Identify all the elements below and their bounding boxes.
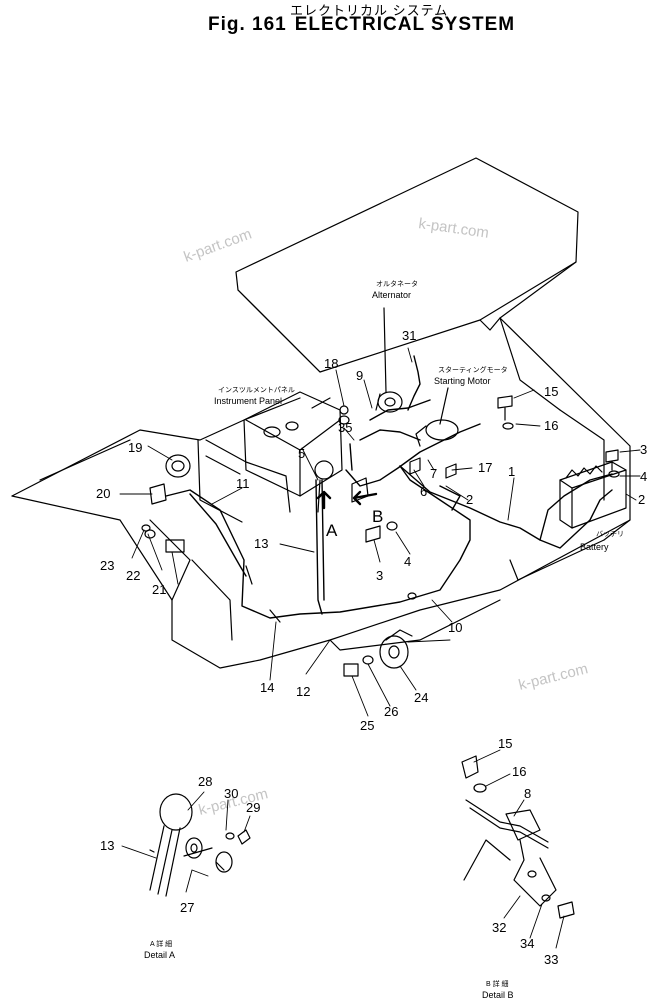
- detail-b-label-jp: B 詳 細: [486, 979, 509, 988]
- callout-24: 24: [414, 690, 428, 705]
- arrow-b-label: B: [372, 507, 383, 526]
- detail-a-label: Detail A: [144, 950, 175, 960]
- engine-hood: [235, 157, 579, 373]
- callout-4: 4: [404, 554, 411, 569]
- instrument-panel-label-jp: インスツルメントパネル: [218, 386, 295, 394]
- callout-3: 3: [640, 442, 647, 457]
- callout-16: 16: [512, 764, 526, 779]
- callout-30: 30: [224, 786, 238, 801]
- callout-29: 29: [246, 800, 260, 815]
- starting-motor-label-jp: スターティングモータ: [438, 365, 508, 374]
- machine-body: [11, 317, 631, 669]
- callout-27: 27: [180, 900, 194, 915]
- wiring-harness: [165, 355, 613, 619]
- callout-21: 21: [152, 582, 166, 597]
- figure-number: Fig. 161: [208, 14, 287, 35]
- callout-9: 9: [356, 368, 363, 383]
- callout-15: 15: [498, 736, 512, 751]
- watermark: k-part.com: [417, 215, 490, 242]
- callout-23: 23: [100, 558, 114, 573]
- callout-3: 3: [376, 568, 383, 583]
- callout-6: 6: [420, 484, 427, 499]
- alternator-label: Alternator: [372, 290, 411, 300]
- callout-2: 2: [466, 492, 473, 507]
- leader-lines: [119, 347, 641, 717]
- detail-b-label: Detail B: [482, 990, 514, 999]
- callout-7: 7: [430, 466, 437, 481]
- view-arrows: [316, 490, 378, 510]
- handrail: [149, 439, 291, 523]
- starting-motor-label: Starting Motor: [434, 376, 491, 386]
- starting-motor: [415, 387, 459, 447]
- callout-20: 20: [96, 486, 110, 501]
- callout-2: 2: [638, 492, 645, 507]
- callout-4: 4: [640, 469, 647, 484]
- callout-35: 35: [338, 420, 352, 435]
- detail-b-leaders: [473, 749, 565, 949]
- callout-8: 8: [524, 786, 531, 801]
- callout-33: 33: [544, 952, 558, 967]
- callout-15: 15: [544, 384, 558, 399]
- detail-a-drawing: [149, 793, 251, 897]
- callout-13: 13: [254, 536, 268, 551]
- callout-34: 34: [520, 936, 534, 951]
- alternator-label-jp: オルタネータ: [376, 279, 418, 288]
- callout-16: 16: [544, 418, 558, 433]
- arrow-a-label: A: [326, 521, 338, 540]
- callout-18: 18: [324, 356, 338, 371]
- instrument-panel-label: Instrument Panel: [214, 396, 282, 406]
- callout-14: 14: [260, 680, 274, 695]
- callout-12: 12: [296, 684, 310, 699]
- callout-28: 28: [198, 774, 212, 789]
- hardware: [141, 395, 620, 677]
- callout-13: 13: [100, 838, 114, 853]
- callout-19: 19: [128, 440, 142, 455]
- callout-10: 10: [448, 620, 462, 635]
- battery: [559, 461, 627, 529]
- title-japanese: エレクトリカル システム: [290, 3, 449, 18]
- figure-title: Fig. 161 ELECTRICAL SYSTEM: [208, 14, 523, 36]
- callout-26: 26: [384, 704, 398, 719]
- watermarks: k-part.com k-part.com k-part.com k-part.…: [182, 215, 590, 819]
- detail-a-leaders: [121, 791, 251, 893]
- horn: [379, 629, 413, 669]
- alternator: [375, 307, 403, 413]
- instrument-panel: [243, 391, 343, 497]
- detail-b-drawing: [461, 755, 575, 919]
- callout-32: 32: [492, 920, 506, 935]
- callout-1: 1: [508, 464, 515, 479]
- callout-31: 31: [402, 328, 416, 343]
- callout-5: 5: [298, 446, 305, 461]
- callout-25: 25: [360, 718, 374, 733]
- callout-17: 17: [478, 460, 492, 475]
- figure-name: ELECTRICAL SYSTEM: [294, 14, 516, 35]
- watermark: k-part.com: [517, 660, 590, 694]
- detail-a-label-jp: A 詳 細: [150, 939, 172, 948]
- battery-label: Battery: [580, 542, 609, 552]
- watermark: k-part.com: [182, 226, 254, 266]
- callout-22: 22: [126, 568, 140, 583]
- callout-11: 11: [236, 476, 250, 491]
- battery-label-jp: バッテリ: [596, 530, 624, 538]
